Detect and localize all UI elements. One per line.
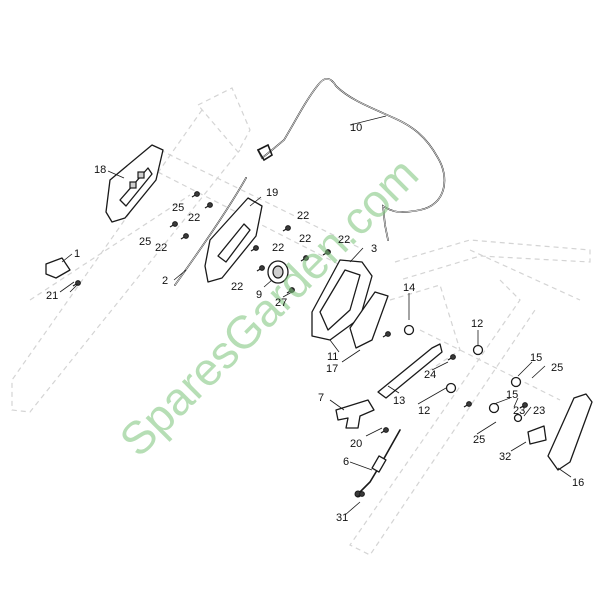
- callout-12a: 12: [471, 318, 483, 330]
- callout-labels: 1 2 3 6 7 9 10 11 12 12 13 14 15 15 16 1…: [46, 122, 584, 524]
- screw: [322, 249, 331, 256]
- callout-19: 19: [266, 187, 278, 199]
- callout-6: 6: [343, 456, 349, 468]
- screw: [250, 245, 259, 252]
- callout-18: 18: [94, 164, 106, 176]
- callout-17: 17: [326, 363, 338, 375]
- callout-7: 7: [318, 392, 324, 404]
- screw: [356, 491, 365, 498]
- screw: [382, 331, 391, 338]
- screw: [300, 255, 309, 262]
- part-7-t-handle: [335, 399, 375, 429]
- part-2-cable: [174, 177, 247, 286]
- callout-22e: 22: [299, 233, 311, 245]
- callout-21: 21: [46, 290, 58, 302]
- callout-25c: 25: [551, 362, 563, 374]
- callout-1: 1: [74, 248, 80, 260]
- screw-parts: [72, 191, 528, 498]
- callout-11: 11: [327, 351, 338, 363]
- screw: [463, 401, 472, 408]
- washer-parts: [403, 324, 523, 423]
- callout-24: 24: [424, 369, 436, 381]
- screw: [204, 202, 213, 209]
- callout-16: 16: [572, 477, 584, 489]
- callout-25d: 25: [473, 434, 485, 446]
- part-16-right-cover: [547, 393, 593, 471]
- callout-22c: 22: [297, 210, 309, 222]
- part-32-small-clip: [527, 425, 547, 445]
- part-18-left-cover: [105, 144, 164, 223]
- callout-22a: 22: [188, 212, 200, 224]
- callout-27: 27: [275, 297, 287, 309]
- part-13-lever: [377, 343, 443, 399]
- part-1-clip: [45, 257, 71, 279]
- callout-3: 3: [371, 243, 377, 255]
- callout-12b: 12: [418, 405, 430, 417]
- callout-22f: 22: [338, 234, 350, 246]
- part-9-knob: [267, 260, 289, 284]
- screw: [180, 233, 189, 240]
- screw: [380, 427, 389, 434]
- part-19-left-housing: [204, 197, 263, 283]
- callout-23a: 23: [513, 405, 525, 417]
- callout-13: 13: [393, 395, 405, 407]
- callout-23b: 23: [533, 405, 545, 417]
- callout-22d: 22: [272, 242, 284, 254]
- callout-9: 9: [256, 289, 262, 301]
- callout-25a: 25: [172, 202, 184, 214]
- callout-20: 20: [350, 438, 362, 450]
- screw: [519, 402, 528, 409]
- callout-31: 31: [336, 512, 348, 524]
- leader-lines: [59, 115, 572, 516]
- callout-10: 10: [350, 122, 362, 134]
- screw: [169, 221, 178, 228]
- callout-22g: 22: [231, 281, 243, 293]
- handle-ghost-outline: [11, 87, 591, 556]
- part-17-bracket: [349, 291, 389, 349]
- part-10-bail-wire: [256, 77, 446, 241]
- callout-25b: 25: [139, 236, 151, 248]
- callout-2: 2: [162, 275, 168, 287]
- callout-22b: 22: [155, 242, 167, 254]
- callout-15b: 15: [506, 389, 518, 401]
- screw: [256, 265, 265, 272]
- callout-15a: 15: [530, 352, 542, 364]
- screw: [72, 280, 81, 287]
- screw: [447, 354, 456, 361]
- callout-32: 32: [499, 451, 511, 463]
- screw: [282, 225, 291, 232]
- callout-14: 14: [403, 282, 415, 294]
- screw: [191, 191, 200, 198]
